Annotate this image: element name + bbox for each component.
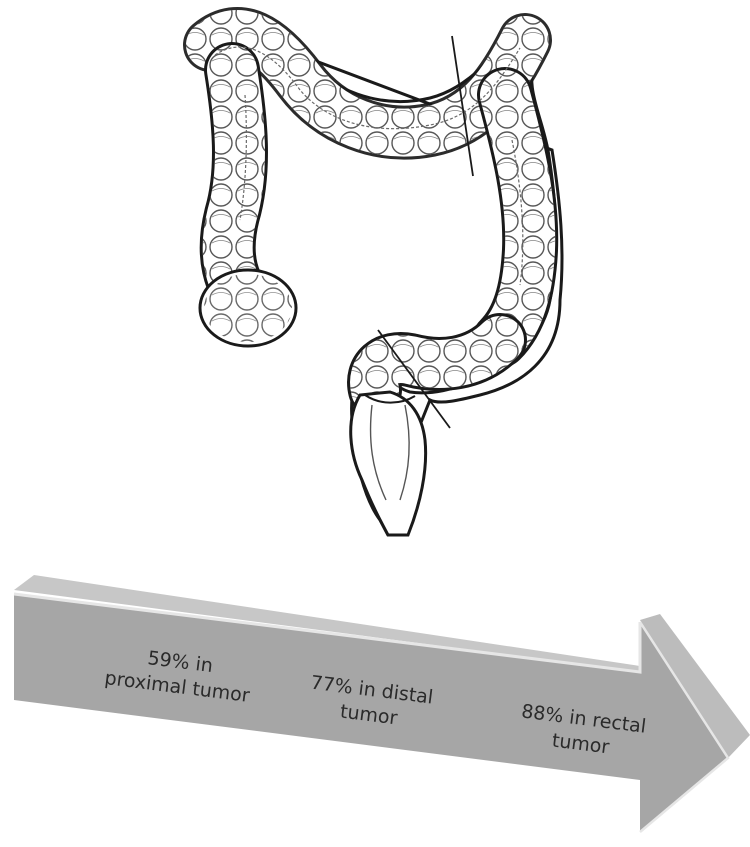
colon-anatomy-illustration-icon	[200, 19, 562, 535]
progression-arrow: 59% in proximal tumor 77% in distal tumo…	[14, 575, 750, 832]
